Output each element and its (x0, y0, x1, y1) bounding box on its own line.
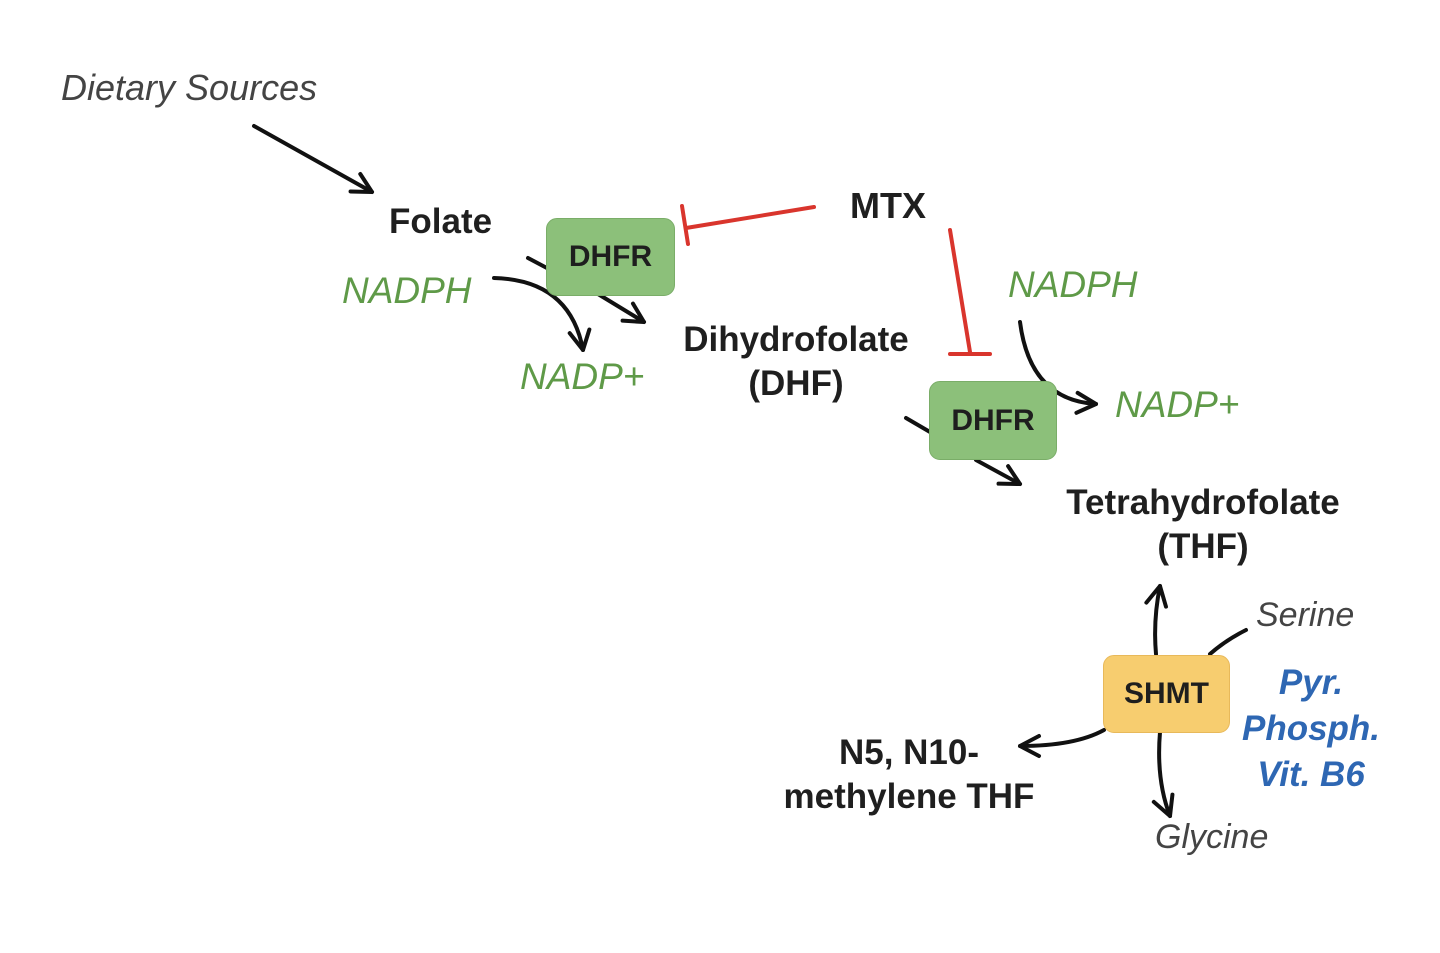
methylene-thf-label: N5, N10- methylene THF (766, 731, 1052, 819)
dihydrofolate-label: Dihydrofolate (DHF) (668, 318, 924, 406)
arrow-dietary-to-folate (252, 124, 374, 194)
glycine-label: Glycine (1155, 818, 1269, 856)
vitamin-line3: Vit. B6 (1257, 755, 1365, 794)
line-serine-to-shmt (1208, 628, 1248, 656)
inhibition-mtx-dhfr-2 (948, 228, 972, 354)
tetrahydrofolate-label: Tetrahydrofolate (THF) (1048, 481, 1358, 569)
methylene-thf-line1: N5, N10- (838, 733, 980, 772)
arrow-dhf-to-thf (904, 416, 1020, 484)
enzyme-shmt: SHMT (1103, 655, 1230, 733)
enzyme-shmt-label: SHMT (1124, 677, 1209, 710)
arrow-shmt-to-glycine (1151, 730, 1175, 818)
tetrahydrofolate-line1: Tetrahydrofolate (1066, 483, 1340, 522)
vitamin-b6-label: Pyr. Phosph. Vit. B6 (1226, 660, 1396, 798)
dihydrofolate-line2: (DHF) (748, 364, 844, 403)
nadp-label-1: NADP+ (520, 356, 645, 397)
dietary-sources-label: Dietary Sources (61, 67, 318, 108)
enzyme-dhfr-2: DHFR (929, 381, 1057, 460)
arrow-nadph-to-nadp-1 (492, 276, 592, 352)
inhibition-bar-dhfr-1 (680, 204, 690, 246)
vitamin-line2: Phosph. (1241, 709, 1381, 748)
enzyme-dhfr-2-label: DHFR (951, 403, 1035, 437)
nadp-label-2: NADP+ (1115, 384, 1240, 425)
nadph-label-2: NADPH (1008, 264, 1138, 305)
arrow-shmt-to-thf (1144, 584, 1168, 656)
nadph-label-1: NADPH (342, 270, 472, 311)
methylene-thf-line2: methylene THF (783, 777, 1035, 816)
folate-label: Folate (389, 202, 493, 241)
tetrahydrofolate-line2: (THF) (1157, 527, 1249, 566)
enzyme-dhfr-1-label: DHFR (568, 240, 653, 273)
vitamin-line1: Pyr. (1278, 663, 1344, 702)
inhibition-mtx-dhfr-1 (684, 205, 816, 230)
serine-label: Serine (1256, 596, 1355, 634)
arrow-shmt-to-methylene-thf (1018, 728, 1106, 758)
enzyme-dhfr-1: DHFR (546, 218, 675, 296)
mtx-label: MTX (850, 185, 926, 226)
dihydrofolate-line1: Dihydrofolate (683, 320, 909, 359)
